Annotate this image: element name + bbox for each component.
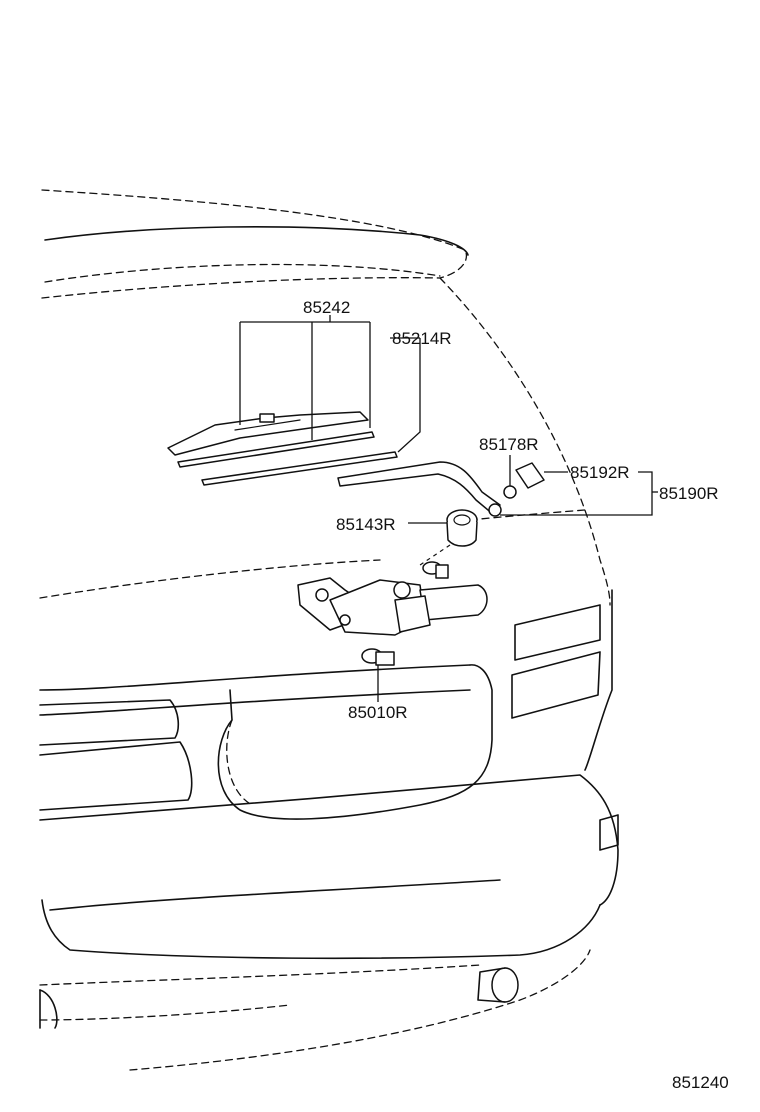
wiper-blade-assembly [167,411,398,486]
vehicle-body-outline [39,189,619,1071]
label-85143R: 85143R [336,515,396,534]
part-labels: 85242 85214R 85178R 85192R 85190R 85143R… [303,298,729,1092]
leader-lines [239,315,658,702]
wiper-arm [337,461,545,517]
label-85192R: 85192R [570,463,630,482]
wiper-motor [297,561,488,666]
label-85242: 85242 [303,298,350,317]
diagram-id: 851240 [672,1073,729,1092]
label-85178R: 85178R [479,435,539,454]
label-85190R: 85190R [659,484,719,503]
pivot-cap [419,509,478,566]
label-85214R: 85214R [392,329,452,348]
label-85010R: 85010R [348,703,408,722]
